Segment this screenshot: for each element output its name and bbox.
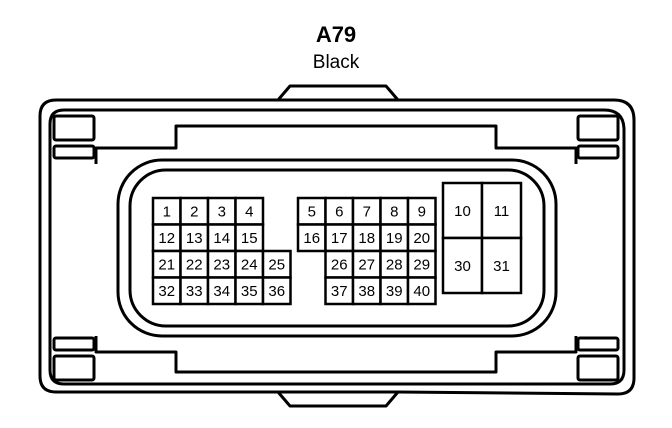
pin-label: 29 xyxy=(413,257,430,274)
pin-label: 19 xyxy=(386,230,403,247)
pin-label: 3 xyxy=(218,204,226,221)
pin-cavity xyxy=(480,181,523,240)
terminal-face-inner xyxy=(128,168,546,328)
pin-label: 31 xyxy=(493,258,510,275)
pin-cavity xyxy=(379,223,410,253)
pin-label: 28 xyxy=(386,257,403,274)
pin-label: 5 xyxy=(308,204,316,221)
pin-label: 16 xyxy=(303,230,320,247)
pin-label: 40 xyxy=(413,283,430,300)
pin-cavity xyxy=(234,276,265,306)
pin-label: 24 xyxy=(241,257,258,274)
pin-label: 36 xyxy=(268,283,285,300)
pin-label: 35 xyxy=(241,283,258,300)
pin-label: 34 xyxy=(213,283,230,300)
pin-label: 18 xyxy=(358,230,375,247)
pin-label: 11 xyxy=(494,203,510,220)
pin-label: 27 xyxy=(358,257,375,274)
terminal-face-outer xyxy=(116,158,558,338)
pin-cavity xyxy=(179,276,210,306)
side-tab-left-mid xyxy=(52,144,96,160)
pin-label: 10 xyxy=(454,203,471,220)
pin-cavity xyxy=(234,223,265,253)
pin-label: 39 xyxy=(386,283,403,300)
pin-label: 12 xyxy=(158,230,175,247)
pin-label: 23 xyxy=(213,257,230,274)
pin-label: 8 xyxy=(390,204,398,221)
pin-label: 33 xyxy=(186,283,203,300)
side-tab-right-top xyxy=(576,114,620,142)
pin-label: 14 xyxy=(213,230,230,247)
pin-cavity xyxy=(261,276,292,306)
connector-code: A79 xyxy=(315,22,357,47)
top-latch xyxy=(276,84,400,101)
outer-housing xyxy=(38,98,636,396)
pin-cavity xyxy=(351,276,382,306)
pin-label: 38 xyxy=(358,283,375,300)
pin-label: 15 xyxy=(241,230,258,247)
pin-label: 20 xyxy=(413,230,430,247)
pin-label: 1 xyxy=(163,204,171,221)
pin-label: 37 xyxy=(331,283,348,300)
pin-label: 4 xyxy=(245,204,253,221)
pin-label: 17 xyxy=(331,230,348,247)
pin-label: 30 xyxy=(454,258,471,275)
pin-cavity xyxy=(406,223,437,253)
pin-label: 6 xyxy=(335,204,343,221)
side-tab-right-bottom xyxy=(576,354,620,382)
side-tab-left-top xyxy=(52,114,96,142)
connector-color: Black xyxy=(312,52,360,73)
pin-cavity xyxy=(179,196,210,226)
pin-label: 32 xyxy=(158,283,175,300)
pin-label: 25 xyxy=(268,257,285,274)
pin-label: 7 xyxy=(363,204,371,221)
bottom-rail xyxy=(94,336,578,374)
pin-label: 26 xyxy=(331,257,348,274)
pin-cavity xyxy=(441,181,484,240)
side-tab-left-low xyxy=(52,336,96,352)
pin-cavity xyxy=(379,276,410,306)
pin-label: 2 xyxy=(190,204,198,221)
pin-cavity xyxy=(480,236,523,295)
pin-label: 9 xyxy=(418,204,426,221)
pin-cavity xyxy=(406,276,437,306)
pin-label: 22 xyxy=(186,257,203,274)
pin-cavity xyxy=(179,223,210,253)
pin-label: 13 xyxy=(186,230,203,247)
side-tab-left-bottom xyxy=(52,354,96,382)
side-tab-right-low xyxy=(576,336,620,352)
bottom-latch xyxy=(276,391,400,408)
side-tab-right-mid xyxy=(576,144,620,160)
top-rail xyxy=(94,124,578,164)
pin-cavity xyxy=(324,223,355,253)
pin-label: 21 xyxy=(158,257,175,274)
inner-housing xyxy=(48,108,626,386)
